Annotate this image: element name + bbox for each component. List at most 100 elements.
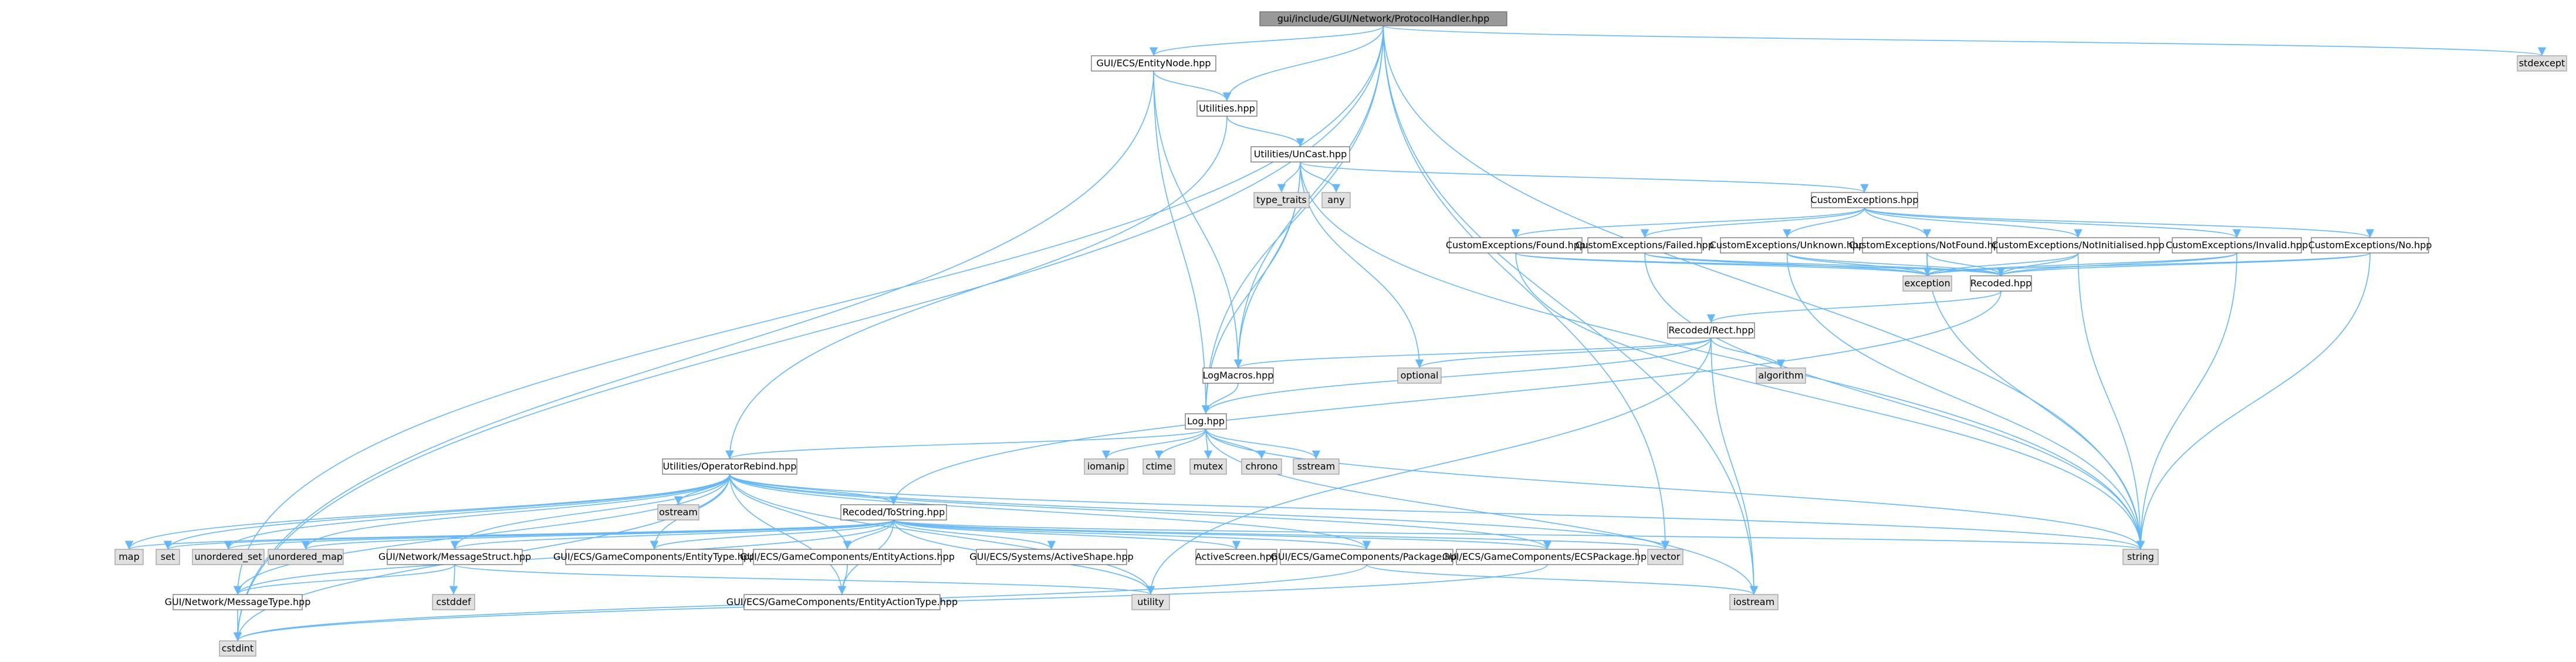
node-mutex-box (1189, 458, 1227, 475)
edge-unicast-to-any (1300, 161, 1341, 193)
node-sstream-label: sstream (1297, 461, 1335, 472)
node-activescreen[interactable]: ActiveScreen.hpp (1195, 549, 1277, 565)
node-ce_no-box (2311, 237, 2429, 254)
edge-log-to-iostream (1205, 428, 1759, 595)
node-opreb[interactable]: Utilities/OperatorRebind.hpp (662, 458, 797, 475)
node-ce_invalid[interactable]: CustomExceptions/Invalid.hpp (2166, 237, 2308, 254)
edge-root-to-log (1201, 25, 1384, 414)
node-msgtype[interactable]: GUI/Network/MessageType.hpp (165, 594, 311, 610)
node-ce_notfound[interactable]: CustomExceptions/NotFound.hpp (1849, 237, 2005, 254)
edge-customexceptions-to-ce_no (1864, 207, 2374, 238)
node-msgtype-label: GUI/Network/MessageType.hpp (165, 596, 311, 607)
node-package-label: GUI/ECS/GameComponents/Package.hpp (1270, 551, 1462, 562)
edge-log-to-opreb (725, 428, 1206, 460)
node-unicast[interactable]: Utilities/UnCast.hpp (1250, 146, 1350, 163)
node-log[interactable]: Log.hpp (1185, 413, 1227, 430)
node-activeshape[interactable]: GUI/ECS/Systems/ActiveShape.hpp (969, 549, 1134, 565)
node-entitytype[interactable]: GUI/ECS/GameComponents/EntityType.hpp (553, 549, 755, 565)
node-recoded[interactable]: Recoded.hpp (1970, 275, 2032, 292)
edge-ce_unknown-to-string (1786, 252, 2145, 550)
node-recoded_rect-label: Recoded/Rect.hpp (1668, 325, 1753, 336)
edge-customexceptions-to-ce_found (1512, 207, 1865, 238)
node-ce_no[interactable]: CustomExceptions/No.hpp (2308, 237, 2432, 254)
edge-opreb-to-tostring (729, 474, 898, 505)
edge-ce_found-to-exception (1515, 252, 1932, 276)
node-iostream: iostream (1729, 594, 1779, 610)
edge-opreb-to-string (729, 474, 2145, 550)
dependency-nodes: gui/include/GUI/Network/ProtocolHandler.… (114, 11, 2567, 657)
node-cstddef: cstddef (432, 594, 475, 610)
edge-tostring-to-ecspackage (893, 519, 1551, 550)
node-ce_notinit[interactable]: CustomExceptions/NotInitialised.hpp (1992, 237, 2165, 254)
node-ce_unknown[interactable]: CustomExceptions/Unknown.hpp (1710, 237, 1865, 254)
node-utilities[interactable]: Utilities.hpp (1196, 100, 1257, 117)
node-activescreen-label: ActiveScreen.hpp (1195, 551, 1277, 562)
edge-ce_notfound-to-string (1926, 252, 2145, 550)
node-entityactiontype-label: GUI/ECS/GameComponents/EntityActionType.… (726, 596, 958, 607)
node-activeshape-label: GUI/ECS/Systems/ActiveShape.hpp (969, 551, 1134, 562)
edge-ce_invalid-to-recoded (1997, 252, 2237, 276)
node-entityactions[interactable]: GUI/ECS/GameComponents/EntityActions.hpp (740, 549, 955, 565)
node-recoded_rect[interactable]: Recoded/Rect.hpp (1667, 322, 1755, 339)
edge-tostring-to-activeshape (893, 519, 1056, 550)
edge-package-to-iostream (1366, 564, 1758, 595)
edge-ce_no-to-recoded (1997, 252, 2371, 276)
edge-log-to-string (1205, 428, 2145, 550)
node-customexceptions[interactable]: CustomExceptions.hpp (1811, 192, 1919, 208)
node-stdexcept-label: stdexcept (2519, 58, 2565, 69)
node-cstdint: cstdint (219, 640, 256, 657)
node-cstddef-label: cstddef (436, 596, 471, 607)
edge-utilities-to-opreb (725, 116, 1228, 460)
node-ecspackage-box (1456, 549, 1639, 565)
node-type_traits-label: type_traits (1256, 194, 1306, 206)
node-customexceptions-label: CustomExceptions.hpp (1811, 194, 1919, 205)
node-logmacros-label: LogMacros.hpp (1203, 370, 1274, 381)
edge-opreb-to-set (164, 474, 731, 550)
node-algorithm-box (1756, 367, 1806, 384)
node-ce_failed[interactable]: CustomExceptions/Failed.hpp (1576, 237, 1714, 254)
node-ce_found[interactable]: CustomExceptions/Found.hpp (1446, 237, 1586, 254)
node-logmacros[interactable]: LogMacros.hpp (1202, 367, 1274, 384)
node-unordered_map-label: unordered_map (269, 551, 343, 563)
node-ce_failed-box (1587, 237, 1702, 254)
node-opreb-box (662, 458, 797, 475)
edge-ce_no-to-string (2136, 252, 2371, 550)
node-ostream-label: ostream (659, 506, 698, 518)
edge-root-to-stdexcept (1382, 25, 2546, 56)
node-exception-label: exception (1904, 278, 1950, 289)
node-utility-label: utility (1137, 596, 1164, 607)
edge-ce_invalid-to-string (2136, 252, 2237, 550)
node-chrono: chrono (1241, 458, 1282, 475)
node-mutex: mutex (1189, 458, 1227, 475)
node-logmacros-box (1202, 367, 1274, 384)
edge-tostring-to-entitytype (650, 519, 894, 550)
node-entitynode-label: GUI/ECS/EntityNode.hpp (1096, 58, 1211, 69)
node-ostream-box (657, 504, 699, 521)
node-entityactiontype[interactable]: GUI/ECS/GameComponents/EntityActionType.… (726, 594, 958, 610)
edge-log-to-sstream (1205, 428, 1321, 460)
edge-tostring-to-msgstruct (451, 519, 894, 550)
node-map-box (114, 549, 144, 565)
node-root[interactable]: gui/include/GUI/Network/ProtocolHandler.… (1259, 11, 1507, 26)
node-cstddef-box (432, 594, 475, 610)
node-tostring[interactable]: Recoded/ToString.hpp (840, 504, 947, 521)
node-ce_no-label: CustomExceptions/No.hpp (2308, 239, 2432, 251)
node-msgstruct[interactable]: GUI/Network/MessageStruct.hpp (378, 549, 531, 565)
node-mutex-label: mutex (1193, 461, 1223, 472)
node-ce_failed-label: CustomExceptions/Failed.hpp (1576, 239, 1714, 251)
edge-ce_found-to-recoded (1515, 252, 2005, 276)
node-string: string (2122, 549, 2159, 565)
node-any-box (1321, 192, 1351, 208)
node-cstdint-box (219, 640, 256, 657)
node-ecspackage[interactable]: GUI/ECS/GameComponents/ECSPackage.hpp (1442, 549, 1653, 565)
node-entitynode[interactable]: GUI/ECS/EntityNode.hpp (1091, 55, 1216, 72)
edge-customexceptions-to-ce_failed (1641, 207, 1865, 238)
node-optional: optional (1397, 367, 1442, 384)
node-package[interactable]: GUI/ECS/GameComponents/Package.hpp (1270, 549, 1463, 565)
node-iomanip-label: iomanip (1087, 461, 1125, 472)
edge-tostring-to-activescreen (893, 519, 1240, 550)
node-utility: utility (1131, 594, 1170, 610)
node-exception: exception (1902, 275, 1952, 292)
edge-unicast-to-string (1300, 161, 2145, 550)
